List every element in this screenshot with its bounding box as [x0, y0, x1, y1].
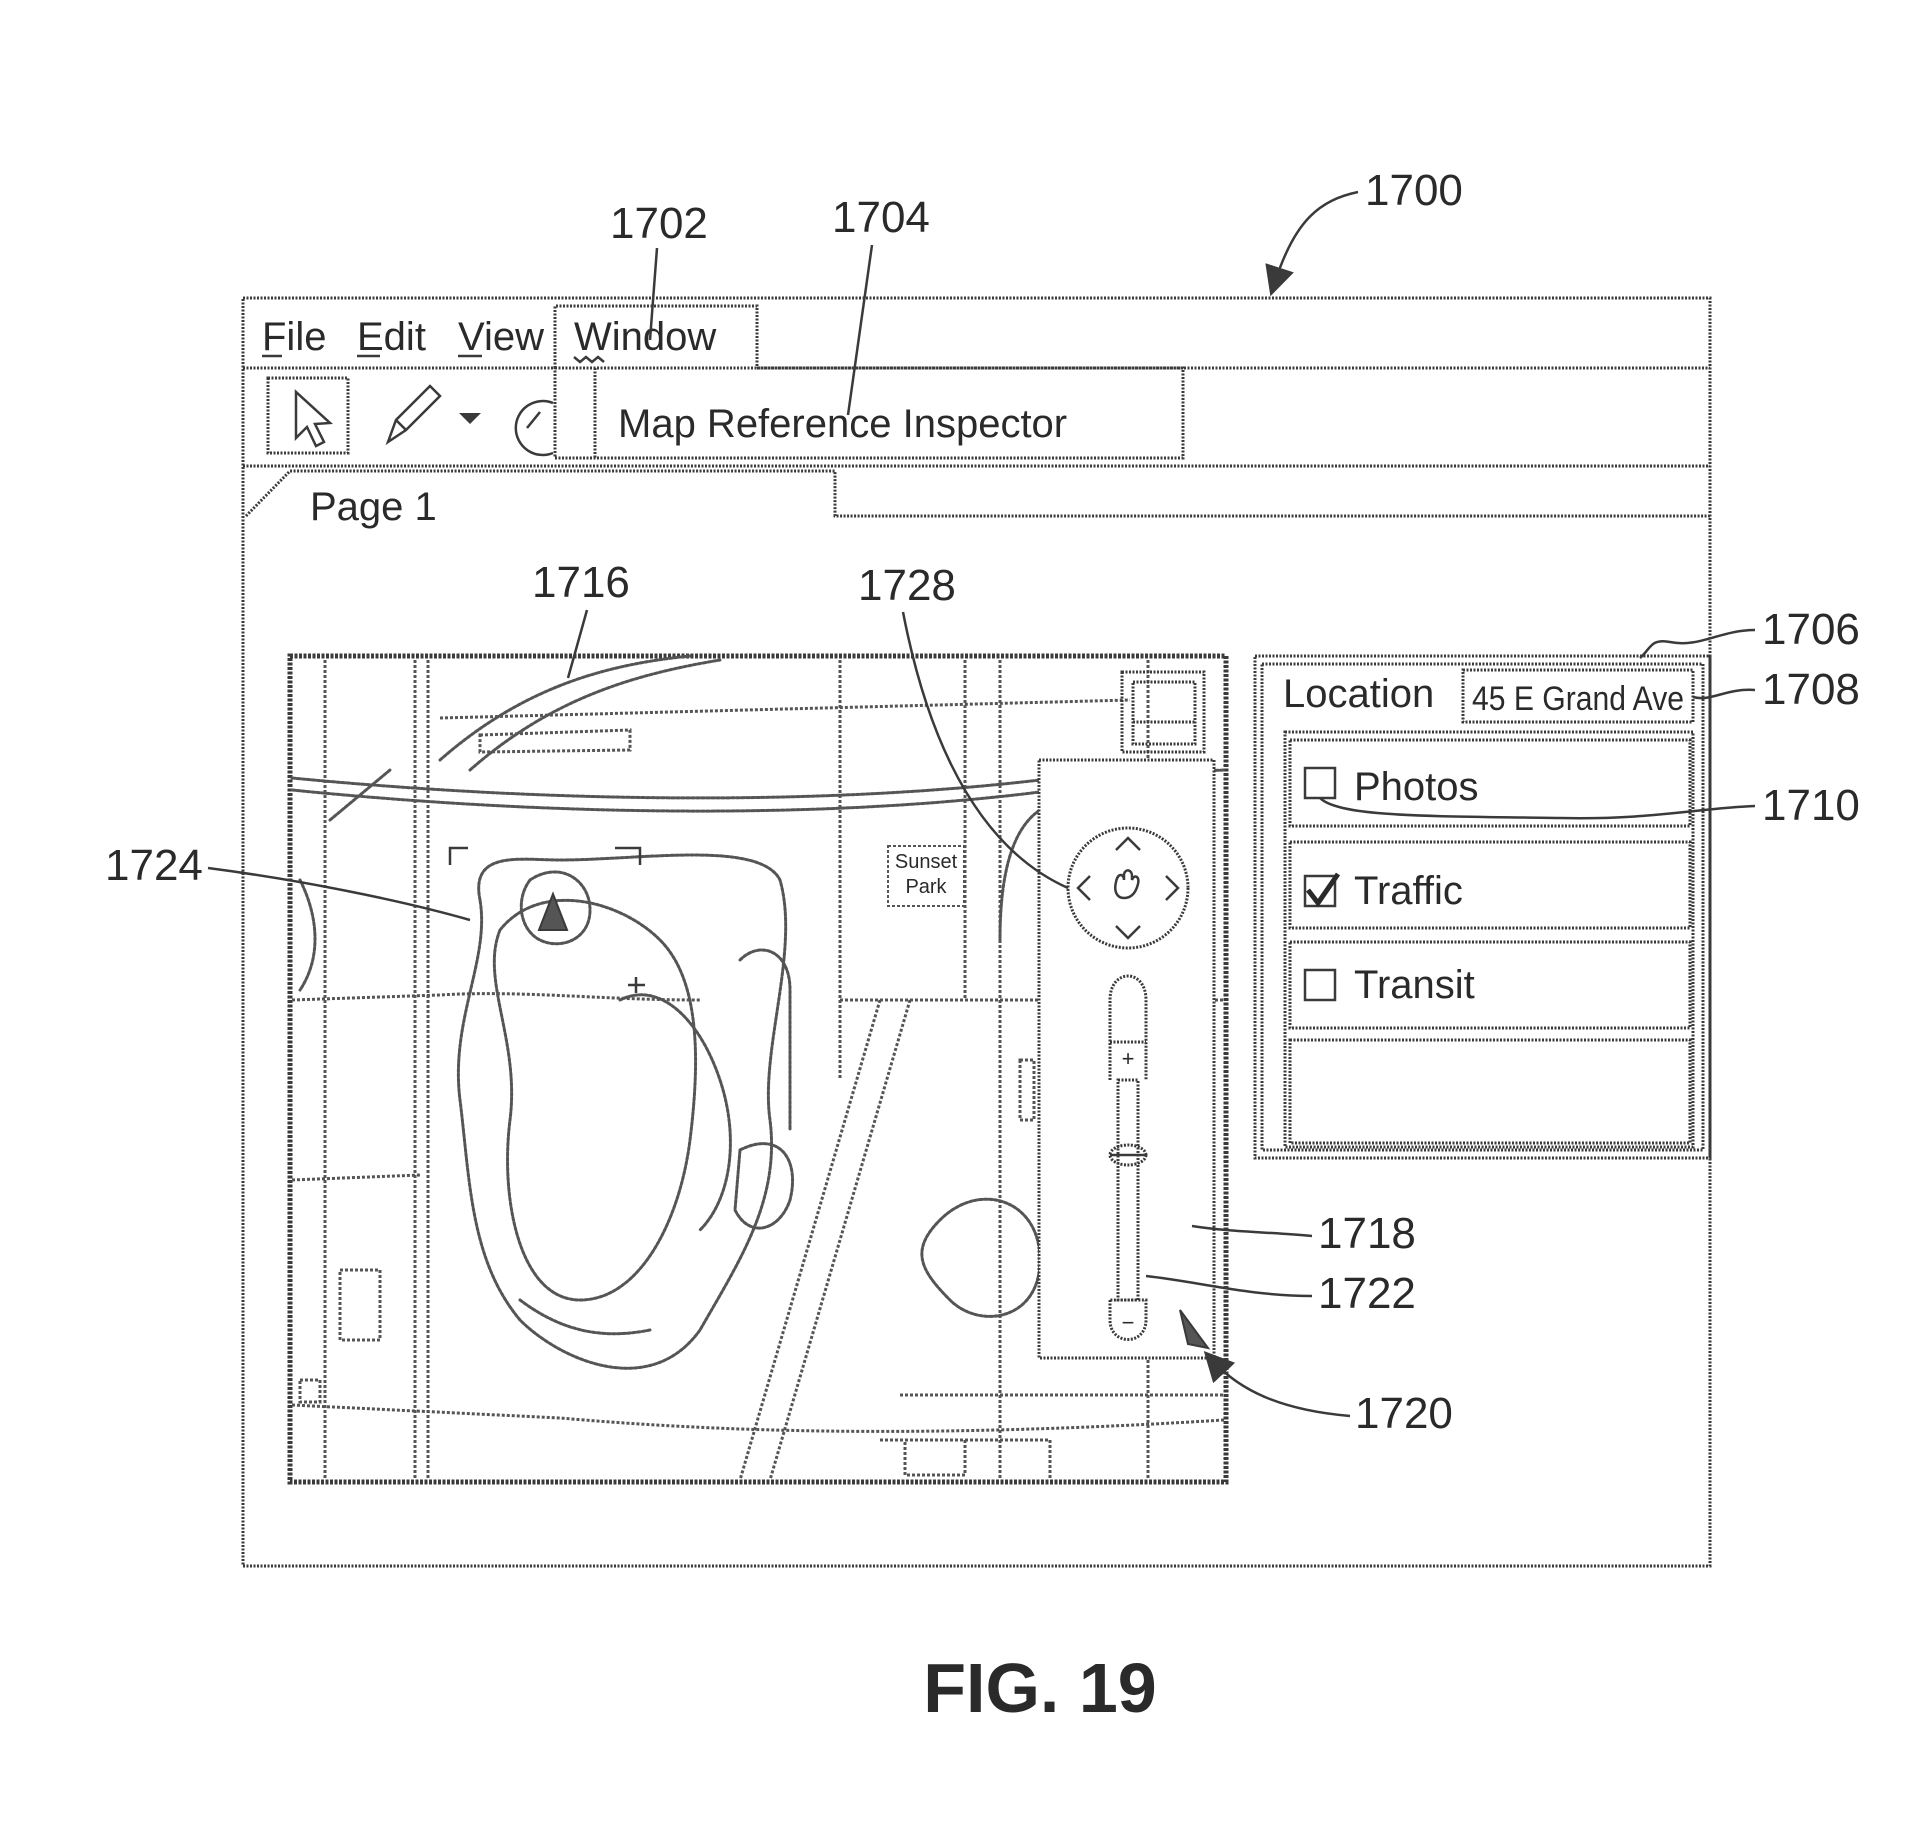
svg-text:Sunset: Sunset: [895, 851, 958, 873]
svg-text:Window: Window: [574, 315, 716, 359]
pencil-tool-button[interactable]: [385, 384, 442, 446]
svg-text:1718: 1718: [1318, 1209, 1416, 1258]
svg-text:1720: 1720: [1355, 1389, 1453, 1438]
layer-photos[interactable]: Photos: [1288, 738, 1692, 828]
gauge-icon[interactable]: [514, 399, 554, 457]
svg-text:1708: 1708: [1762, 665, 1860, 714]
menu-item-map-reference-inspector[interactable]: Map Reference Inspector: [618, 402, 1067, 446]
svg-text:1716: 1716: [532, 558, 630, 607]
pan-control[interactable]: [1066, 826, 1190, 950]
location-field[interactable]: 45 E Grand Ave: [1461, 668, 1695, 724]
park-label: Sunset Park: [887, 845, 965, 907]
layer-traffic[interactable]: Traffic: [1288, 840, 1692, 930]
svg-text:1722: 1722: [1318, 1269, 1416, 1318]
svg-text:View: View: [458, 315, 544, 359]
svg-text:1728: 1728: [858, 561, 956, 610]
toolbar: [266, 376, 554, 457]
zoom-in-button[interactable]: +: [1122, 1046, 1135, 1071]
resize-handle-icon[interactable]: [1179, 1309, 1211, 1350]
checkmark-icon: [1306, 872, 1341, 908]
svg-text:Traffic: Traffic: [1354, 869, 1463, 913]
pointer-tool-button[interactable]: [266, 376, 350, 455]
pencil-icon: [385, 384, 442, 446]
menu-view[interactable]: View: [458, 315, 544, 359]
svg-text:Transit: Transit: [1354, 963, 1475, 1007]
map-view[interactable]: Sunset Park +: [287, 653, 1229, 1485]
tab-page-1[interactable]: Page 1: [244, 469, 1710, 529]
layer-transit[interactable]: Transit: [1288, 940, 1692, 1030]
chevron-down-icon[interactable]: [459, 413, 481, 424]
svg-text:1702: 1702: [610, 199, 708, 248]
reference-numerals: 1702 1704 1706 1708 1710 1716 1728 1724 …: [105, 193, 1860, 1438]
chevron-left-icon[interactable]: [1076, 875, 1091, 901]
svg-text:1724: 1724: [105, 841, 203, 890]
location-label: Location: [1283, 672, 1434, 716]
photos-checkbox[interactable]: [1303, 766, 1337, 800]
overview-map-toggle[interactable]: [1120, 670, 1206, 754]
empty-layer-slot: [1288, 1038, 1692, 1145]
figure-caption: FIG. 19: [923, 1649, 1156, 1727]
svg-text:Park: Park: [905, 876, 947, 898]
zoom-out-button[interactable]: −: [1122, 1310, 1135, 1335]
window-dropdown: Map Reference Inspector: [553, 366, 1185, 460]
svg-text:Edit: Edit: [357, 315, 426, 359]
transit-checkbox[interactable]: [1303, 968, 1337, 1002]
menu-window[interactable]: Window: [553, 304, 759, 368]
map-reference-inspector: Location 45 E Grand Ave Photos Traffic T…: [1253, 654, 1712, 1160]
svg-text:1700: 1700: [1365, 166, 1463, 215]
chevron-right-icon[interactable]: [1165, 875, 1180, 901]
chevron-up-icon[interactable]: [1115, 836, 1141, 851]
svg-text:1710: 1710: [1762, 781, 1860, 830]
hand-icon[interactable]: [1114, 869, 1140, 900]
location-marker-icon: [537, 891, 569, 931]
pointer-icon: [294, 389, 334, 448]
svg-text:Map Reference Inspector: Map Reference Inspector: [618, 402, 1067, 446]
window-reference: 1700: [1265, 166, 1463, 297]
svg-text:File: File: [262, 315, 326, 359]
navigation-control-panel: + −: [1037, 758, 1216, 1360]
menu-bar: File Edit View Window: [262, 304, 759, 368]
svg-text:1706: 1706: [1762, 605, 1860, 654]
chevron-down-icon[interactable]: [1115, 925, 1141, 940]
zoom-slider[interactable]: + −: [1108, 974, 1148, 1341]
svg-text:Page 1: Page 1: [310, 485, 437, 529]
svg-text:1704: 1704: [832, 193, 930, 242]
svg-text:45 E Grand Ave: 45 E Grand Ave: [1472, 680, 1684, 718]
menu-file[interactable]: File: [262, 315, 326, 359]
menu-edit[interactable]: Edit: [357, 315, 426, 359]
svg-text:Photos: Photos: [1354, 765, 1479, 809]
traffic-checkbox[interactable]: [1303, 874, 1337, 908]
